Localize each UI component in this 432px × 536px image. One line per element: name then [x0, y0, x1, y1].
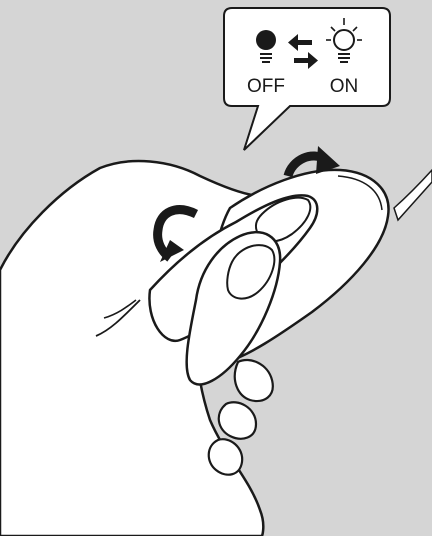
off-label: OFF	[247, 76, 285, 97]
on-label: ON	[330, 76, 359, 97]
